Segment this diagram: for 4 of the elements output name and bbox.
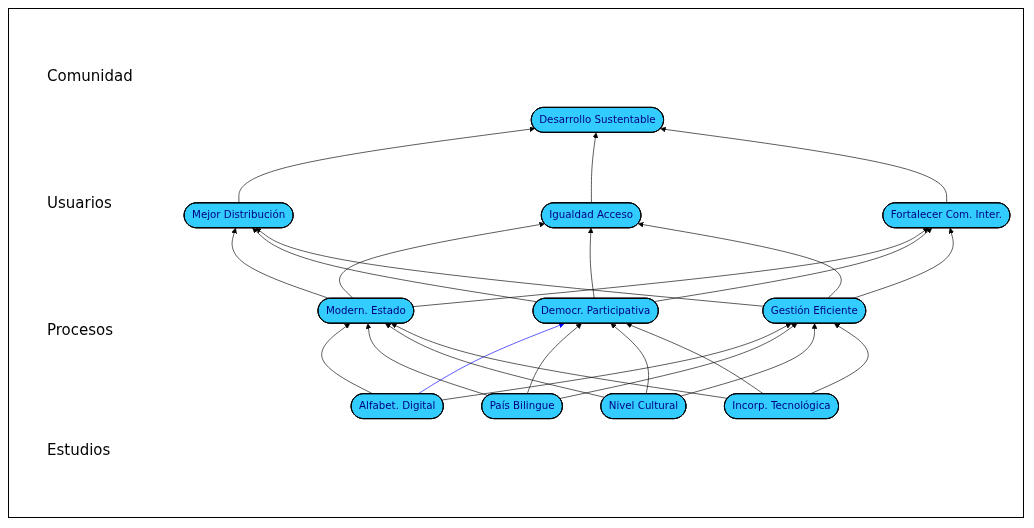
level-label: Usuarios	[47, 194, 112, 212]
level-label: Comunidad	[47, 67, 133, 85]
level-label: Procesos	[47, 321, 114, 339]
level-label: Estudios	[47, 441, 111, 459]
